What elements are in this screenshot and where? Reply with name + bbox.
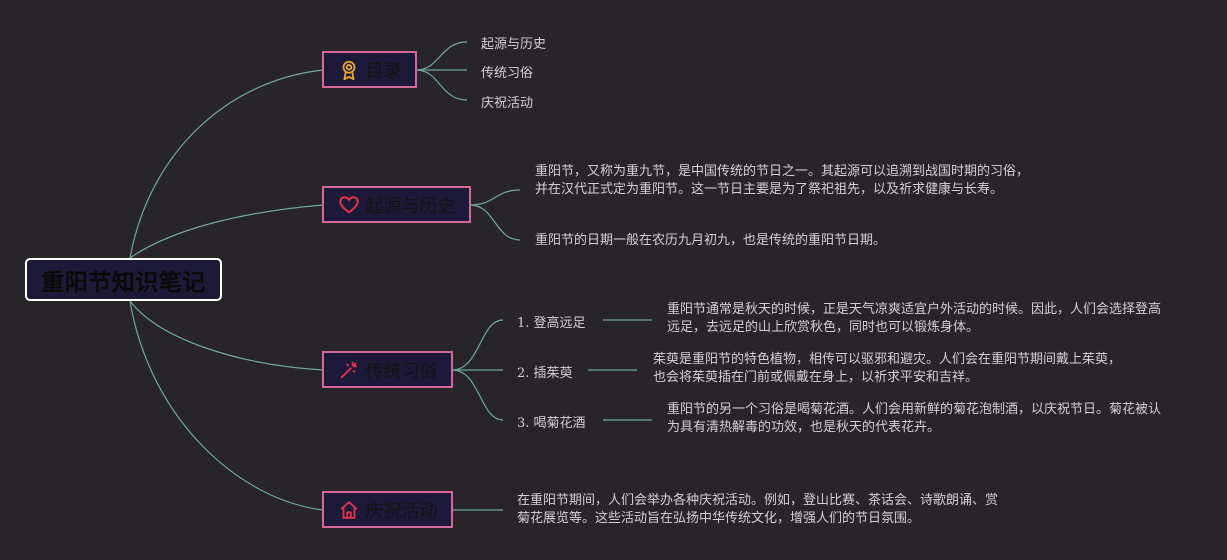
magic-wand-icon [338,359,360,381]
branch-origin-label: 起源与历史 [365,195,456,217]
award-icon [338,59,360,81]
custom-item-label[interactable]: 2. 插茱萸 [517,366,573,381]
branch-toc[interactable]: 目录 [322,51,417,88]
origin-paragraph: 重阳节的日期一般在农历九月初九，也是传统的重阳节日期。 [535,233,887,248]
custom-item-text: 重阳节通常是秋天的时候，正是天气凉爽适宜户外活动的时候。因此，人们会选择登高远足… [667,302,1162,335]
link-root-toc [129,69,324,259]
branch-celebrate-label: 庆祝活动 [365,500,438,522]
link-origin-1 [469,189,521,206]
link-root-origin [129,204,324,259]
origin-paragraph: 重阳节，又称为重九节，是中国传统的节日之一。其起源可以追溯到战国时期的习俗，并在… [535,164,1030,197]
root-node[interactable]: 重阳节知识笔记 [25,258,222,301]
branch-celebrate[interactable]: 庆祝活动 [322,491,453,528]
toc-item[interactable]: 庆祝活动 [481,96,534,111]
custom-item-text: 茱萸是重阳节的特色植物，相传可以驱邪和避灾。人们会在重阳节期间戴上茱萸，也会将茱… [653,352,1122,385]
link-toc-1 [415,41,468,71]
link-root-celebrate [129,300,324,511]
custom-item-label[interactable]: 3. 喝菊花酒 [517,416,586,431]
link-customs-3 [451,369,504,421]
branch-origin[interactable]: 起源与历史 [322,186,471,223]
branch-toc-label: 目录 [365,60,402,82]
custom-item-text: 重阳节的另一个习俗是喝菊花酒。人们会用新鲜的菊花泡制酒，以庆祝节日。菊花被认为具… [667,402,1162,435]
branch-customs[interactable]: 传统习俗 [322,351,453,388]
celebrate-paragraph: 在重阳节期间，人们会举办各种庆祝活动。例如，登山比赛、茶话会、诗歌朗诵、赏菊花展… [517,493,999,526]
link-origin-2 [469,204,521,241]
toc-item[interactable]: 起源与历史 [481,37,547,52]
link-customs-1 [451,319,504,371]
branch-customs-label: 传统习俗 [365,360,438,382]
toc-item[interactable]: 传统习俗 [481,66,534,81]
link-toc-3 [415,69,468,101]
link-root-customs [129,300,324,371]
custom-item-label[interactable]: 1. 登高远足 [517,316,586,331]
home-icon [338,499,360,521]
heart-icon [338,194,360,216]
